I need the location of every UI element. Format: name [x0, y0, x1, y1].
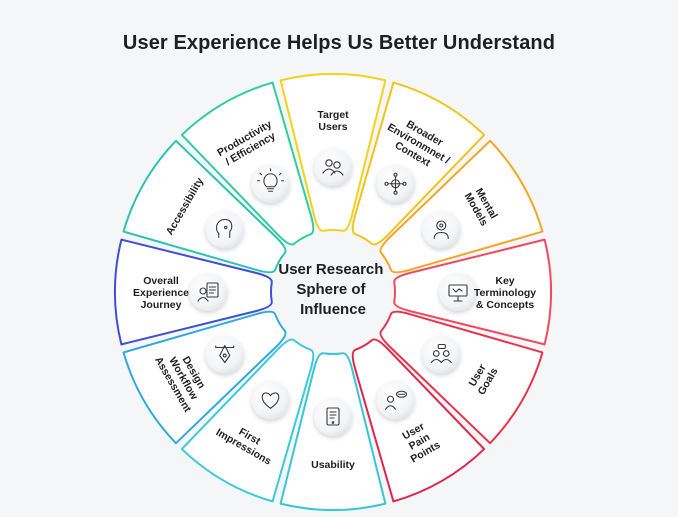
segment-label-line: Terminology — [474, 287, 536, 299]
segment-label-line: Journey — [141, 299, 182, 311]
user-checklist-icon — [197, 282, 219, 302]
segment-label-line: Key — [495, 275, 514, 287]
center-line-3: Influence — [300, 301, 366, 318]
segment-label: UserPainPoints — [397, 418, 443, 465]
segment-label-line: & Concepts — [476, 299, 535, 311]
segment-design-workflow-assessment: DesignWorkflowAssessment — [122, 310, 287, 445]
segment-shape — [379, 310, 544, 445]
segment-accessibility: Accessibility — [122, 139, 287, 274]
segment-shape — [379, 139, 544, 274]
segment-label-line: Overall — [143, 275, 179, 287]
segment-label-line: Experience — [133, 287, 189, 299]
conversation-icon — [430, 343, 452, 364]
icon-bubble — [422, 335, 461, 374]
segment-user-goals: UserGoals — [379, 310, 544, 445]
icon-bubble — [314, 398, 352, 436]
segment-label: Usability — [311, 459, 355, 471]
segment-first-impressions: FirstImpressions — [180, 338, 315, 503]
center-label: User Research Sphere of Influence — [278, 261, 387, 318]
presentation-icon — [448, 284, 468, 302]
accessibility-head-icon — [215, 218, 233, 239]
segment-label-line: Users — [318, 121, 347, 133]
segment-shape — [122, 310, 287, 445]
heart-icon — [261, 392, 280, 409]
segment-broader-environment-context: BroaderEnvironmnet /Context — [351, 81, 486, 246]
segment-shape — [180, 81, 315, 246]
center-line-1: User Research — [278, 261, 383, 278]
icon-bubble — [189, 273, 227, 311]
segment-mental-models: MentalModels — [379, 139, 544, 274]
center-hub: User Research Sphere of Influence — [278, 261, 387, 318]
diagram-title: User Experience Helps Us Better Understa… — [122, 32, 556, 54]
mind-gear-icon — [433, 220, 449, 240]
frustrated-user-icon — [384, 390, 408, 410]
segment-user-pain-points: UserPainPoints — [351, 338, 486, 503]
icon-bubble — [205, 210, 244, 249]
segment-shape — [351, 81, 486, 246]
icon-bubble — [314, 148, 352, 186]
center-line-2: Sphere of — [296, 281, 366, 298]
lightbulb-icon — [256, 168, 285, 192]
segment-label-line: Target — [317, 109, 349, 121]
tablet-icon — [326, 407, 340, 426]
segment-shape — [351, 338, 486, 503]
segment-shape — [122, 139, 287, 274]
icon-bubble — [251, 381, 290, 420]
segment-label-line: Usability — [311, 459, 355, 471]
icon-bubble — [376, 381, 415, 420]
icon-bubble — [439, 273, 477, 311]
users-icon — [322, 159, 344, 176]
pen-tool-icon — [215, 344, 235, 364]
segment-productivity-efficiency: Productivity/ Efficiency — [180, 81, 315, 246]
network-globe-icon — [384, 172, 407, 195]
segment-shape — [180, 338, 315, 503]
segment-usability: Usability — [279, 352, 387, 511]
